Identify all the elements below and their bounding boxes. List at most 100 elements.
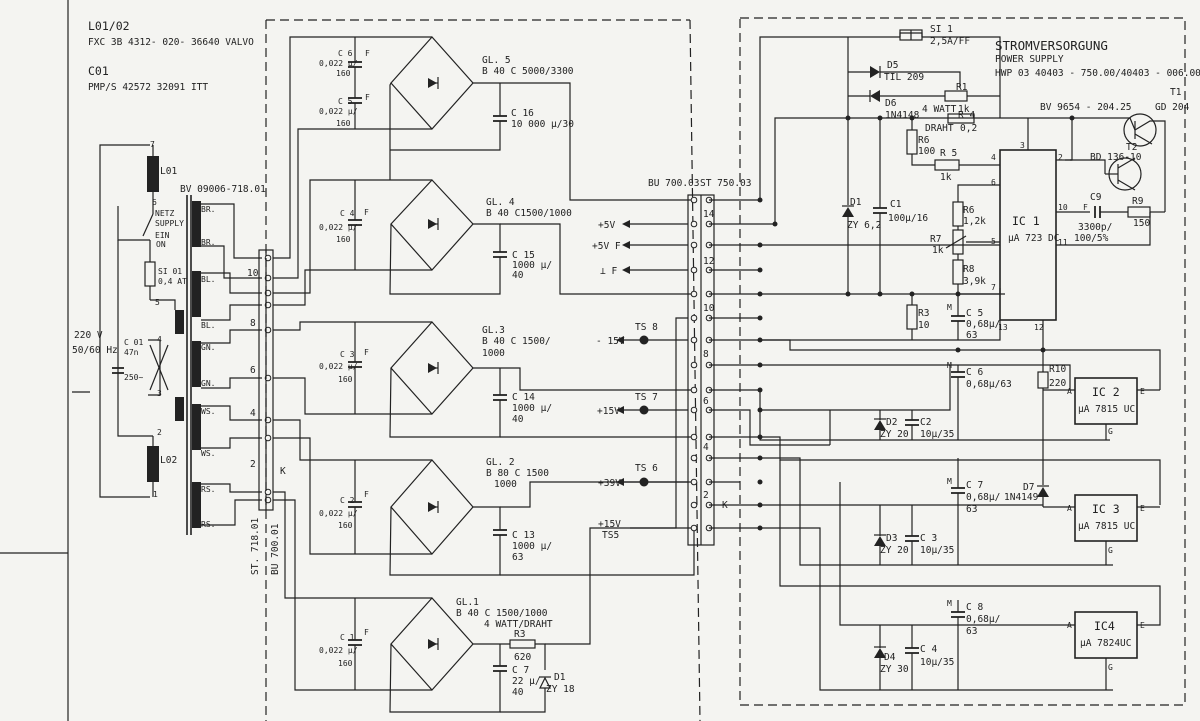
ic1-pin-13: 13 — [998, 323, 1008, 332]
inductor-l02-label: L02 — [160, 455, 177, 466]
tr-pin-4: 4 — [250, 408, 256, 419]
led-d5-label: D5 — [887, 60, 898, 71]
connector-bu700-01-label: BU 700.01 — [270, 523, 281, 575]
tap-rs-1: RS. — [201, 485, 215, 494]
output-plus5v: +5V — [598, 220, 615, 231]
zener-d2-value: ZY 20 — [880, 429, 909, 440]
cap-c7-reg-m: M — [947, 477, 952, 486]
diode-d6-value: 1N4148 — [885, 110, 920, 121]
primary-pin-2: 2 — [157, 428, 162, 437]
psu-subtitle: POWER SUPPLY — [995, 54, 1064, 65]
ic1-value: μA 723 DC — [1008, 233, 1059, 244]
gl1-part: B 40 C 1500/1000 — [456, 608, 548, 619]
gl5-part: B 40 C 5000/3300 — [482, 66, 574, 77]
cap-c5-label: C 5 — [338, 97, 353, 106]
mains-voltage: 220 V — [74, 330, 103, 341]
cap-c4-reg-label: C 4 — [920, 644, 937, 655]
ic4-pin-g: G — [1108, 663, 1113, 672]
res-r1-label: R1 — [956, 82, 968, 93]
power-supply-board — [739, 17, 1186, 706]
ic1-pin-2: 2 — [1058, 153, 1063, 162]
cap-c1-label: C 1 — [340, 633, 355, 642]
pot-r7-label: R7 — [930, 234, 941, 245]
gl2-part: B 80 C 1500 — [486, 468, 549, 479]
cap-c01-value: 47n — [124, 348, 139, 357]
res-r5 — [934, 159, 960, 171]
cap-c6-volt: 160 — [336, 69, 351, 78]
cap-c15-volt: 40 — [512, 270, 524, 281]
res-r6-divider — [952, 201, 964, 227]
output-plus15v-ts5: +15V — [598, 519, 621, 530]
cap-c1-reg-value: 100μ/16 — [888, 213, 928, 224]
psu-bv: BV 9654 - 204.25 — [1040, 102, 1132, 113]
gl1-d1-name: D1 — [554, 672, 566, 683]
inductor-l01-label: L01 — [160, 166, 177, 177]
res-r6 — [906, 129, 918, 155]
testpoint-ts7: TS 7 — [635, 392, 658, 403]
cap-c9-label: C9 — [1090, 192, 1102, 203]
gl4-name: GL. 4 — [486, 197, 515, 208]
switch-sublabel: SUPPLY — [155, 219, 184, 228]
cap-c6-reg-value: 0,68μ/63 — [966, 379, 1012, 390]
cap-c2-value: 0,022 μ/ — [319, 509, 358, 518]
pot-r7 — [952, 229, 964, 255]
cap-c4-f: F — [364, 208, 369, 217]
tr-pin-8: 8 — [250, 318, 256, 329]
conn-pin-10: 10 — [703, 303, 715, 314]
cap-c7-gl1-label: C 7 — [512, 665, 529, 676]
cap-c9-f: F — [1083, 203, 1088, 212]
rectifier-gl1 — [273, 491, 694, 713]
cap-c5-reg-m: M — [947, 303, 952, 312]
zener-d1-value: ZY 6,2 — [847, 220, 881, 231]
res-r4-drah: DRAHT — [925, 123, 954, 134]
primary-pin-5: 5 — [155, 298, 160, 307]
cap-c6-f: F — [365, 49, 370, 58]
cap-c2-f: F — [364, 490, 369, 499]
conn-pin-8: 8 — [703, 349, 709, 360]
cap-c5-reg-value: 0,68μ/ — [966, 319, 1000, 330]
switch-on-en-label: ON — [156, 240, 166, 249]
res-r10 — [1037, 371, 1049, 389]
cap-c5-reg-volt: 63 — [966, 330, 977, 341]
diode-d7-label: D7 — [1023, 482, 1034, 493]
cap-c5-volt: 160 — [336, 119, 351, 128]
transistor-t1 — [1123, 113, 1157, 147]
diode-d7-value: 1N4149 — [1004, 492, 1039, 503]
transistor-t2-value: BD 136-10 — [1090, 152, 1142, 163]
cap-c2-volt: 160 — [338, 521, 353, 530]
res-r4 — [947, 113, 975, 124]
cap-c9-value: 3300p/ — [1078, 222, 1112, 233]
connector-st-label: ST 750.03 — [700, 178, 751, 189]
res-r5-value: 1k — [940, 172, 952, 183]
gl1-name: GL.1 — [456, 597, 479, 608]
output-ground-f: ⊥ F — [600, 266, 617, 277]
res-r6-div-value: 1,2k — [963, 216, 986, 227]
zener-d3-value: ZY 20 — [880, 545, 909, 556]
cap-c3-volt: 160 — [338, 375, 353, 384]
cap-c6-label: C 6 — [338, 49, 353, 58]
cap-c6-value: 0,022 μ/ — [319, 59, 358, 68]
ic3-pin-g: G — [1108, 546, 1113, 555]
cap-c16-label: C 16 — [511, 108, 534, 119]
gl1-d1-value: ZY 18 — [546, 684, 575, 695]
ref-c01-part: PMP/S 42572 32091 ITT — [88, 82, 208, 93]
res-r8 — [952, 259, 964, 285]
primary-pin-7: 7 — [150, 140, 155, 149]
res-r10-value: 220 — [1049, 378, 1066, 389]
fuse-si01 — [144, 261, 156, 287]
cap-c4-reg-value: 10μ/35 — [920, 657, 954, 668]
ic3-label: IC 3 — [1092, 502, 1120, 516]
cap-c8-reg-label: C 8 — [966, 602, 983, 613]
cap-c14-volt: 40 — [512, 414, 524, 425]
ic3-pin-e: E — [1140, 504, 1145, 513]
tr-pin-2: 2 — [250, 459, 256, 470]
res-r6-label: R6 — [918, 135, 930, 146]
switch-on-label: EIN — [155, 231, 170, 240]
cap-c14-label: C 14 — [512, 392, 535, 403]
transistor-t1-label: T1 — [1170, 87, 1182, 98]
output-plus5v-f: +5V F — [592, 241, 621, 252]
rectifier-gl5 — [273, 36, 694, 279]
cap-c1-volt: 160 — [338, 659, 353, 668]
cap-c5-reg-label: C 5 — [966, 308, 983, 319]
res-r4-label: R 4 — [958, 110, 975, 121]
